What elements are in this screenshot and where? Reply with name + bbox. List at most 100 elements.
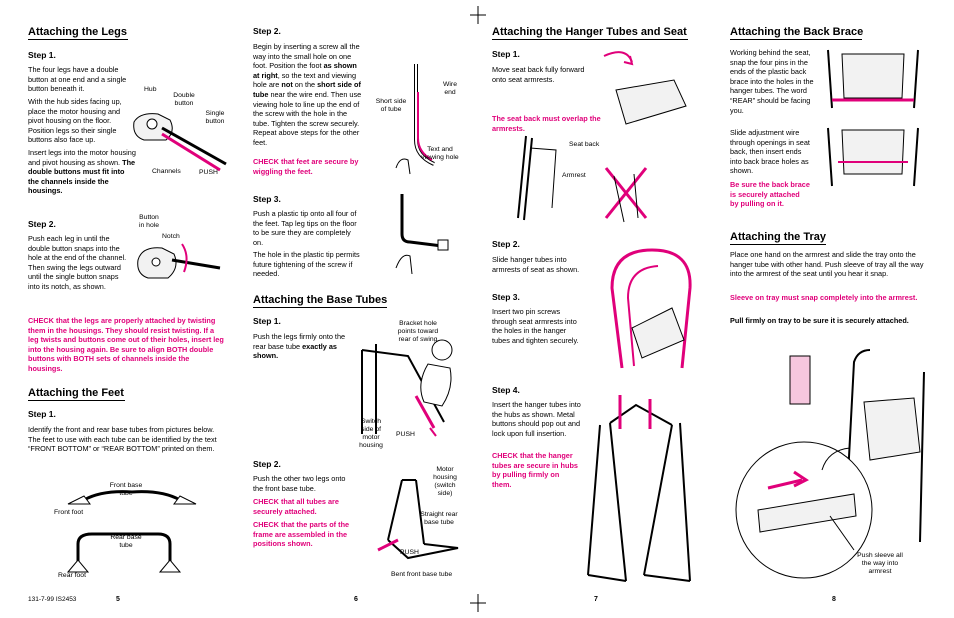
- base-step2-text: Push the other two legs onto the front b…: [253, 474, 346, 493]
- label-armrest: Armrest: [562, 172, 586, 179]
- feet-step3-text1: Push a plastic tip onto all four of the …: [253, 209, 357, 247]
- legs-step1-text2: With the hub sides facing up, place the …: [28, 97, 122, 145]
- feet-step2-c: , so the text and viewing hole are: [253, 70, 357, 90]
- check-legs: CHECK that the legs are properly attache…: [28, 316, 224, 373]
- tray-attach-illustration: [734, 342, 934, 582]
- feet-step2-e: on the: [294, 80, 316, 90]
- front-base-tube-illustration: [62, 474, 202, 510]
- hanger-step1-text: Move seat back fully forward onto seat a…: [492, 65, 585, 84]
- label-push-sleeve: Push sleeve all the way into armrest: [857, 552, 903, 575]
- label-front-foot: Front foot: [54, 509, 84, 516]
- back-brace-text1: Working behind the seat, snap the four p…: [730, 48, 814, 115]
- base-step1-a: Push the legs firmly onto the rear base …: [253, 332, 346, 351]
- pink-hanger-secure: CHECK that the hanger tubes are secure i…: [492, 451, 578, 489]
- adjustment-wire-illustration: [818, 122, 930, 192]
- label-push-3: PUSH: [400, 549, 419, 556]
- pink-back-brace: Be sure the back brace is securely attac…: [730, 180, 810, 209]
- label-push-1: PUSH: [199, 169, 218, 176]
- label-front-base-tube: Front base tube: [109, 482, 143, 497]
- feet-step1-text: Identify the front and rear base tubes f…: [28, 425, 217, 454]
- feet-heading: Attaching the Feet: [28, 387, 125, 401]
- leg-swing-illustration: [132, 238, 224, 302]
- check-tubes-secure: CHECK that all tubes are securely attach…: [253, 497, 339, 516]
- label-switch-side: Switch side of motor housing: [359, 418, 383, 449]
- legs-step2-label: Step 2.: [28, 219, 56, 229]
- legs-step1-text3b: The double buttons must fit into the cha…: [28, 157, 136, 196]
- label-text-hole: Text and viewing hole: [421, 146, 459, 161]
- feet-step2-f: short side of tube: [253, 80, 361, 99]
- seat-back-forward-illustration: [596, 50, 696, 136]
- legs-step2-text: Push each leg in until the double button…: [28, 234, 127, 291]
- label-seat-back: Seat back: [569, 141, 600, 148]
- label-bent-front-tube: Bent front base tube: [391, 571, 453, 578]
- back-brace-text2: Slide adjustment wire through openings i…: [730, 128, 810, 176]
- label-button-in-hole: Button in hole: [138, 214, 160, 229]
- base-tubes-heading: Attaching the Base Tubes: [253, 294, 388, 308]
- tray-heading: Attaching the Tray: [730, 231, 826, 245]
- label-rear-foot: Rear foot: [58, 572, 86, 579]
- front-base-tube-frame-illustration: [368, 470, 468, 570]
- foot-screw-illustration: [390, 56, 460, 176]
- back-brace-pins-illustration: [818, 44, 930, 114]
- hanger-tubes-slide-illustration: [592, 238, 702, 378]
- hanger-step4-label: Step 4.: [492, 385, 520, 395]
- check-feet: CHECK that feet are secure by wiggling t…: [253, 157, 359, 176]
- label-single-button: Single button: [205, 110, 225, 125]
- hanger-step4-text: Insert the hanger tubes into the hubs as…: [492, 400, 581, 438]
- page-number-8: 8: [832, 596, 836, 603]
- feet-step3-label: Step 3.: [253, 194, 281, 204]
- page-number-5: 5: [116, 596, 120, 603]
- hanger-step2-label: Step 2.: [492, 239, 520, 249]
- check-frame-positions: CHECK that the parts of the frame are as…: [253, 520, 350, 549]
- hanger-step1-label: Step 1.: [492, 49, 520, 59]
- hanger-hubs-illustration: [580, 395, 700, 590]
- base-step1-text: Push the legs firmly onto the rear base …: [253, 332, 347, 361]
- label-short-side: Short side of tube: [375, 98, 407, 113]
- plastic-tip-illustration: [390, 190, 460, 280]
- rear-base-tube-person-illustration: [346, 336, 470, 442]
- legs-step1-text1: The four legs have a double button at on…: [28, 65, 127, 94]
- legs-step1-text3: Insert legs into the motor housing and p…: [28, 148, 136, 196]
- back-brace-heading: Attaching the Back Brace: [730, 26, 864, 40]
- label-bracket-hole: Bracket hole points toward rear of swing: [397, 320, 439, 343]
- base-step2-label: Step 2.: [253, 459, 281, 469]
- tray-pull: Pull firmly on tray to be sure it is sec…: [730, 316, 909, 325]
- leg-housing-illustration: [130, 100, 230, 172]
- page-number-7: 7: [594, 596, 598, 603]
- base-step1-label: Step 1.: [253, 316, 281, 326]
- hanger-step2-text: Slide hanger tubes into armrests of seat…: [492, 255, 580, 274]
- pink-seat-overlap: The seat back must overlap the armrests.: [492, 114, 601, 133]
- label-motor-housing: Motor housing (switch side): [433, 466, 457, 497]
- rear-base-tube-illustration: [62, 524, 192, 576]
- feet-step1-label: Step 1.: [28, 409, 56, 419]
- hanger-seat-heading: Attaching the Hanger Tubes and Seat: [492, 26, 688, 40]
- hanger-step3-label: Step 3.: [492, 292, 520, 302]
- feet-step2-a: Begin by inserting a screw all the way i…: [253, 42, 360, 71]
- page-number-6: 6: [354, 596, 358, 603]
- base-step1-b: exactly as shown.: [253, 341, 337, 361]
- feet-step2-text: Begin by inserting a screw all the way i…: [253, 42, 365, 148]
- crop-mark-bottom: [470, 594, 486, 612]
- feet-step2-d: not: [281, 80, 293, 90]
- label-push-2: PUSH: [396, 431, 415, 438]
- label-hub: Hub: [144, 86, 157, 93]
- label-straight-rear-tube: Straight rear base tube: [420, 511, 458, 526]
- label-rear-base-tube: Rear base tube: [110, 534, 142, 549]
- pink-tray-sleeve: Sleeve on tray must snap completely into…: [730, 293, 918, 302]
- legs-step1-text3a: Insert legs into the motor housing and p…: [28, 148, 136, 167]
- feet-step2-b: as shown at right: [253, 61, 357, 80]
- hanger-step3-text: Insert two pin screws through seat armre…: [492, 307, 579, 345]
- tray-text: Place one hand on the armrest and slide …: [730, 250, 924, 279]
- label-double-button: Double button: [173, 92, 195, 107]
- document-code: 131-7-99 IS2453: [28, 596, 77, 603]
- label-wire-end: Wire end: [443, 81, 457, 96]
- feet-step2-g: near the wire end. Then use viewing hole…: [253, 89, 362, 147]
- feet-step2-label: Step 2.: [253, 26, 281, 36]
- crop-mark-top: [470, 6, 486, 24]
- feet-step3-text2: The hole in the plastic tip permits futu…: [253, 250, 360, 279]
- label-channels: Channels: [152, 168, 181, 175]
- label-notch: Notch: [162, 233, 180, 240]
- legs-step1-label: Step 1.: [28, 50, 56, 60]
- seat-overlap-illustration: [506, 128, 666, 228]
- legs-heading: Attaching the Legs: [28, 26, 128, 40]
